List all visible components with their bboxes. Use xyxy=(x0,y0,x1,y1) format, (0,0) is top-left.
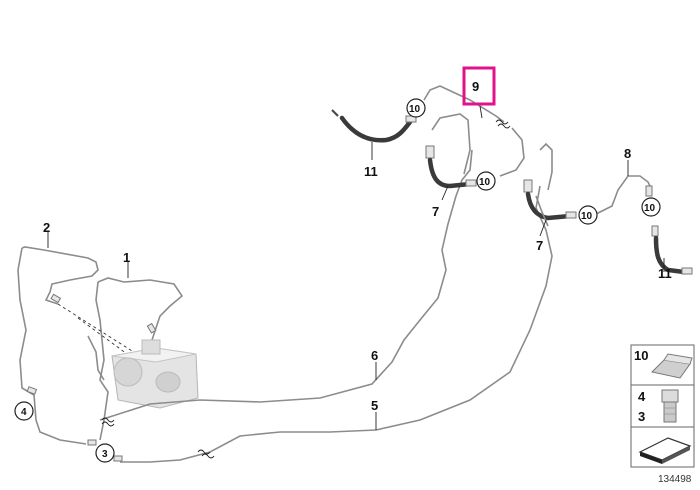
brake-hose-7-left[interactable] xyxy=(425,113,477,189)
svg-text:3: 3 xyxy=(102,449,108,460)
svg-text:4: 4 xyxy=(21,407,27,418)
brake-hose-11-left[interactable] xyxy=(331,109,417,143)
brake-hose-7-right[interactable] xyxy=(523,142,577,227)
legend-label-4: 4 xyxy=(638,389,646,404)
brake-pipe-2[interactable] xyxy=(17,246,99,445)
clip-icon xyxy=(650,353,693,379)
legend-label-10: 10 xyxy=(634,348,648,363)
callout-circle-10-right: 10 xyxy=(578,205,598,225)
pipe-break-mark-left xyxy=(101,417,115,427)
callout-circle-4: 4 xyxy=(14,401,34,421)
svg-text:10: 10 xyxy=(479,177,491,188)
brake-pipe-5[interactable] xyxy=(120,185,553,463)
pipe-break-mark-bottom xyxy=(197,449,215,459)
legend-label-3: 3 xyxy=(638,409,645,424)
callout-circle-3: 3 xyxy=(95,443,115,463)
pipe-break-mark-top xyxy=(495,119,511,129)
callout-7-right: 7 xyxy=(536,238,543,253)
installation-arrow-icon xyxy=(638,437,692,464)
callout-circle-10-far-right: 10 xyxy=(641,197,661,217)
callout-8: 8 xyxy=(624,146,631,161)
callout-7-left: 7 xyxy=(432,204,439,219)
parts-legend: 10 4 3 xyxy=(630,344,695,468)
callout-2: 2 xyxy=(43,220,50,235)
callout-circle-10-top: 10 xyxy=(406,98,426,118)
svg-text:10: 10 xyxy=(581,211,593,222)
brake-hose-11-right[interactable] xyxy=(651,225,693,275)
abs-hydraulic-unit[interactable] xyxy=(111,339,199,409)
svg-text:10: 10 xyxy=(644,203,656,214)
brake-pipe-1[interactable] xyxy=(87,277,184,441)
callout-5: 5 xyxy=(371,398,378,413)
callout-9-highlighted[interactable]: 9 xyxy=(462,66,496,106)
callout-circle-10-mid: 10 xyxy=(476,171,496,191)
brake-pipe-6[interactable] xyxy=(99,149,473,421)
callout-6: 6 xyxy=(371,348,378,363)
brake-pipe-9[interactable] xyxy=(423,85,525,177)
callout-9: 9 xyxy=(472,79,479,94)
svg-text:10: 10 xyxy=(409,104,421,115)
callout-11-left: 11 xyxy=(364,164,378,179)
callout-11-right: 11 xyxy=(658,266,672,281)
diagram-id-number: 134498 xyxy=(658,474,692,485)
connector-nut-icon xyxy=(661,389,679,423)
callout-1: 1 xyxy=(123,250,130,265)
